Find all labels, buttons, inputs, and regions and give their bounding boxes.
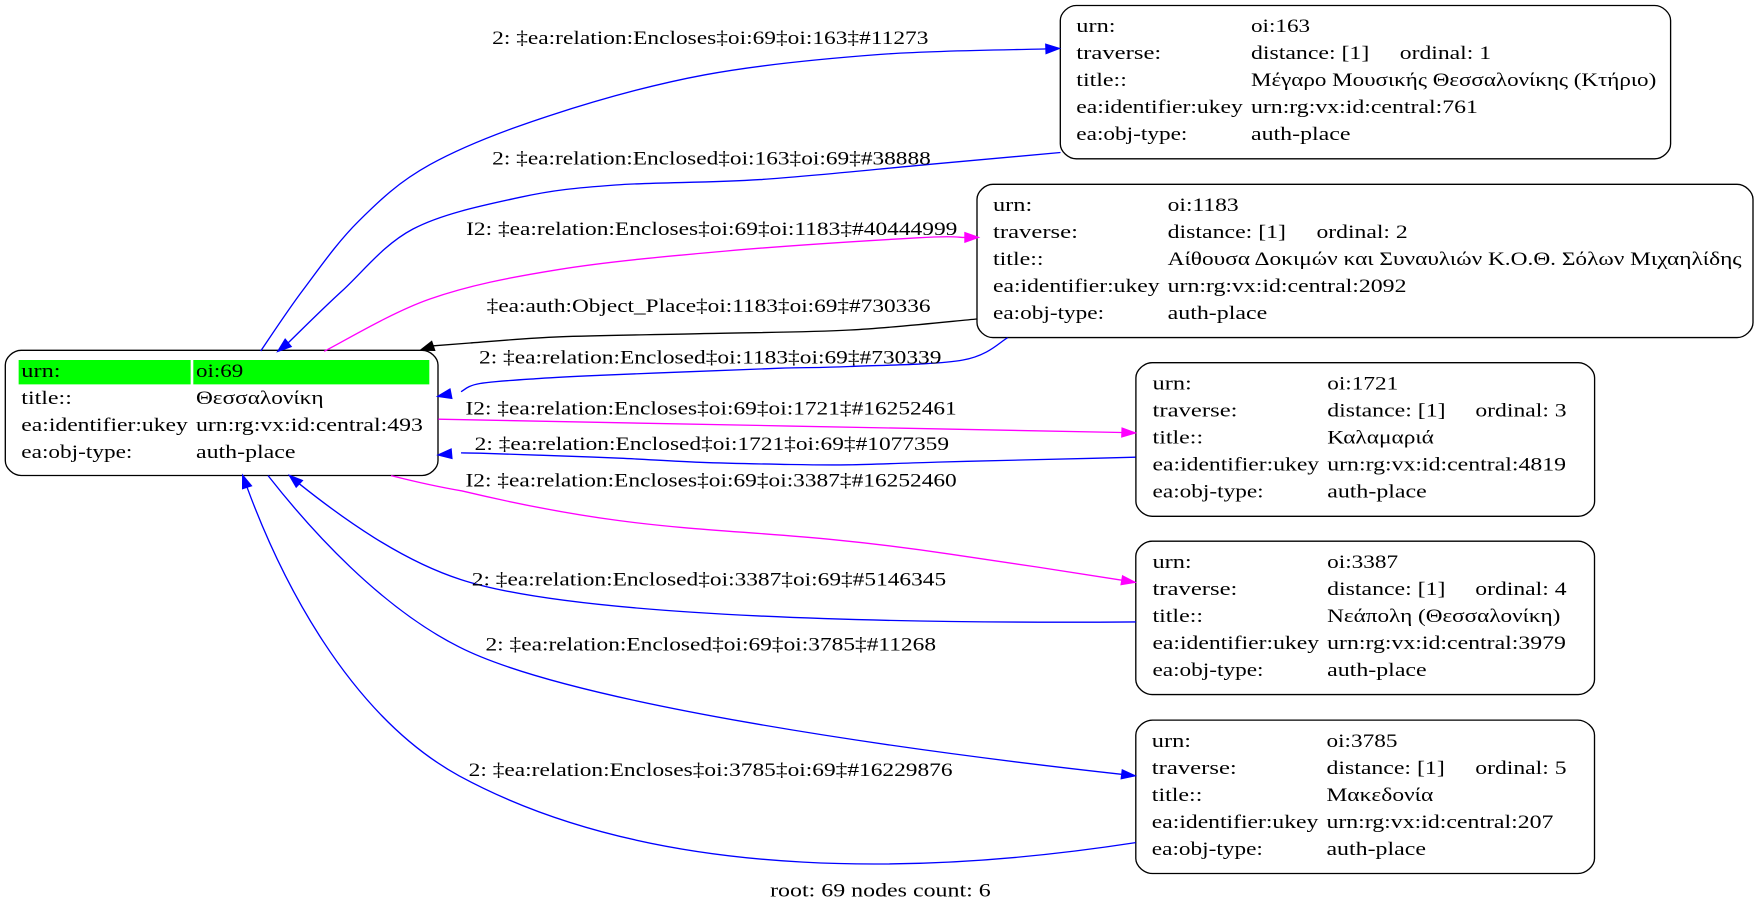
- svg-text:traverse:: traverse:: [1152, 758, 1237, 779]
- svg-text:urn:rg:vx:id:central:4819: urn:rg:vx:id:central:4819: [1327, 454, 1566, 475]
- svg-text:traverse:: traverse:: [993, 222, 1078, 243]
- svg-text:title::: title::: [21, 388, 72, 409]
- svg-text:distance: [1]: distance: [1]: [1168, 222, 1286, 243]
- svg-text:Νεάπολη (Θεσσαλονίκη): Νεάπολη (Θεσσαλονίκη): [1327, 606, 1560, 627]
- svg-text:urn:: urn:: [993, 195, 1032, 216]
- svg-text:title::: title::: [1152, 606, 1203, 627]
- svg-text:oi:163: oi:163: [1251, 16, 1310, 37]
- svg-text:2: ‡ea:relation:Encloses‡oi:37: 2: ‡ea:relation:Encloses‡oi:3785‡oi:69‡#…: [469, 760, 953, 781]
- svg-text:root: 69 nodes count: 6: root: 69 nodes count: 6: [770, 880, 991, 901]
- svg-text:distance: [1]: distance: [1]: [1251, 43, 1369, 64]
- svg-text:2: ‡ea:relation:Encloses‡oi:69: 2: ‡ea:relation:Encloses‡oi:69‡oi:163‡#1…: [492, 28, 928, 49]
- svg-text:ea:obj-type:: ea:obj-type:: [21, 442, 132, 463]
- svg-text:Αίθουσα Δοκιμών και Συναυλιών: Αίθουσα Δοκιμών και Συναυλιών Κ.Ο.Θ. Σόλ…: [1168, 249, 1743, 270]
- svg-text:Μέγαρο Μουσικής Θεσσαλονίκης (: Μέγαρο Μουσικής Θεσσαλονίκης (Κτήριο): [1251, 70, 1656, 91]
- svg-text:distance: [1]: distance: [1]: [1327, 579, 1445, 600]
- svg-text:title::: title::: [1153, 427, 1204, 448]
- svg-text:Θεσσαλονίκη: Θεσσαλονίκη: [196, 388, 324, 409]
- svg-text:2: ‡ea:relation:Enclosed‡oi:69: 2: ‡ea:relation:Enclosed‡oi:69‡oi:3785‡#…: [485, 634, 936, 655]
- svg-text:ordinal: 3: ordinal: 3: [1475, 400, 1566, 421]
- svg-text:oi:69: oi:69: [196, 361, 243, 382]
- svg-text:I2: ‡ea:relation:Encloses‡oi:6: I2: ‡ea:relation:Encloses‡oi:69‡oi:1721‡…: [465, 399, 956, 420]
- svg-text:I2: ‡ea:relation:Encloses‡oi:6: I2: ‡ea:relation:Encloses‡oi:69‡oi:1183‡…: [466, 219, 957, 240]
- svg-text:oi:3785: oi:3785: [1326, 731, 1397, 752]
- svg-text:urn:: urn:: [1152, 731, 1191, 752]
- svg-text:ea:identifier:ukey: ea:identifier:ukey: [1152, 633, 1319, 654]
- svg-text:traverse:: traverse:: [1152, 579, 1237, 600]
- svg-text:urn:rg:vx:id:central:2092: urn:rg:vx:id:central:2092: [1168, 276, 1407, 297]
- svg-text:traverse:: traverse:: [1076, 43, 1161, 64]
- svg-text:ea:identifier:ukey: ea:identifier:ukey: [1153, 454, 1320, 475]
- svg-text:2: ‡ea:relation:Enclosed‡oi:17: 2: ‡ea:relation:Enclosed‡oi:1721‡oi:69‡#…: [475, 434, 949, 455]
- svg-text:ordinal: 1: ordinal: 1: [1400, 43, 1491, 64]
- svg-text:distance: [1]: distance: [1]: [1327, 400, 1445, 421]
- svg-text:ea:obj-type:: ea:obj-type:: [1153, 481, 1264, 502]
- svg-text:ordinal: 5: ordinal: 5: [1475, 758, 1566, 779]
- svg-text:urn:rg:vx:id:central:761: urn:rg:vx:id:central:761: [1251, 97, 1478, 118]
- svg-text:I2: ‡ea:relation:Encloses‡oi:6: I2: ‡ea:relation:Encloses‡oi:69‡oi:3387‡…: [465, 470, 956, 491]
- svg-text:oi:1721: oi:1721: [1327, 373, 1398, 394]
- svg-text:ea:identifier:ukey: ea:identifier:ukey: [21, 415, 188, 436]
- svg-text:Καλαμαριά: Καλαμαριά: [1327, 427, 1434, 448]
- svg-text:auth-place: auth-place: [1327, 481, 1427, 502]
- svg-text:ea:obj-type:: ea:obj-type:: [993, 303, 1104, 324]
- svg-text:auth-place: auth-place: [1168, 303, 1268, 324]
- svg-text:traverse:: traverse:: [1153, 400, 1238, 421]
- svg-text:title::: title::: [1152, 785, 1203, 806]
- svg-text:urn:: urn:: [1153, 373, 1192, 394]
- svg-text:auth-place: auth-place: [1327, 660, 1427, 681]
- svg-text:urn:: urn:: [1076, 16, 1115, 37]
- svg-text:Μακεδονία: Μακεδονία: [1326, 785, 1433, 806]
- svg-text:urn:rg:vx:id:central:207: urn:rg:vx:id:central:207: [1326, 812, 1553, 833]
- svg-text:urn:rg:vx:id:central:3979: urn:rg:vx:id:central:3979: [1327, 633, 1566, 654]
- svg-text:2: ‡ea:relation:Enclosed‡oi:11: 2: ‡ea:relation:Enclosed‡oi:1183‡oi:69‡#…: [479, 347, 941, 368]
- svg-text:title::: title::: [1076, 70, 1127, 91]
- svg-text:ea:obj-type:: ea:obj-type:: [1076, 124, 1187, 145]
- svg-text:ordinal: 2: ordinal: 2: [1316, 222, 1407, 243]
- svg-text:oi:3387: oi:3387: [1327, 552, 1398, 573]
- svg-text:distance: [1]: distance: [1]: [1326, 758, 1444, 779]
- svg-text:2: ‡ea:relation:Enclosed‡oi:16: 2: ‡ea:relation:Enclosed‡oi:163‡oi:69‡#3…: [492, 148, 931, 169]
- svg-text:auth-place: auth-place: [196, 442, 296, 463]
- svg-text:urn:: urn:: [1152, 552, 1191, 573]
- svg-text:auth-place: auth-place: [1251, 124, 1351, 145]
- svg-text:auth-place: auth-place: [1326, 839, 1426, 860]
- svg-text:2: ‡ea:relation:Enclosed‡oi:33: 2: ‡ea:relation:Enclosed‡oi:3387‡oi:69‡#…: [472, 570, 946, 591]
- svg-text:title::: title::: [993, 249, 1044, 270]
- svg-text:‡ea:auth:Object_Place‡oi:1183‡: ‡ea:auth:Object_Place‡oi:1183‡oi:69‡#730…: [487, 296, 931, 317]
- svg-text:oi:1183: oi:1183: [1168, 195, 1239, 216]
- svg-text:urn:rg:vx:id:central:493: urn:rg:vx:id:central:493: [196, 415, 423, 436]
- svg-text:ea:obj-type:: ea:obj-type:: [1152, 839, 1263, 860]
- svg-text:ea:identifier:ukey: ea:identifier:ukey: [1076, 97, 1243, 118]
- svg-text:ea:identifier:ukey: ea:identifier:ukey: [993, 276, 1160, 297]
- svg-text:ea:obj-type:: ea:obj-type:: [1152, 660, 1263, 681]
- svg-text:ea:identifier:ukey: ea:identifier:ukey: [1152, 812, 1319, 833]
- svg-text:ordinal: 4: ordinal: 4: [1475, 579, 1567, 600]
- svg-text:urn:: urn:: [21, 361, 60, 382]
